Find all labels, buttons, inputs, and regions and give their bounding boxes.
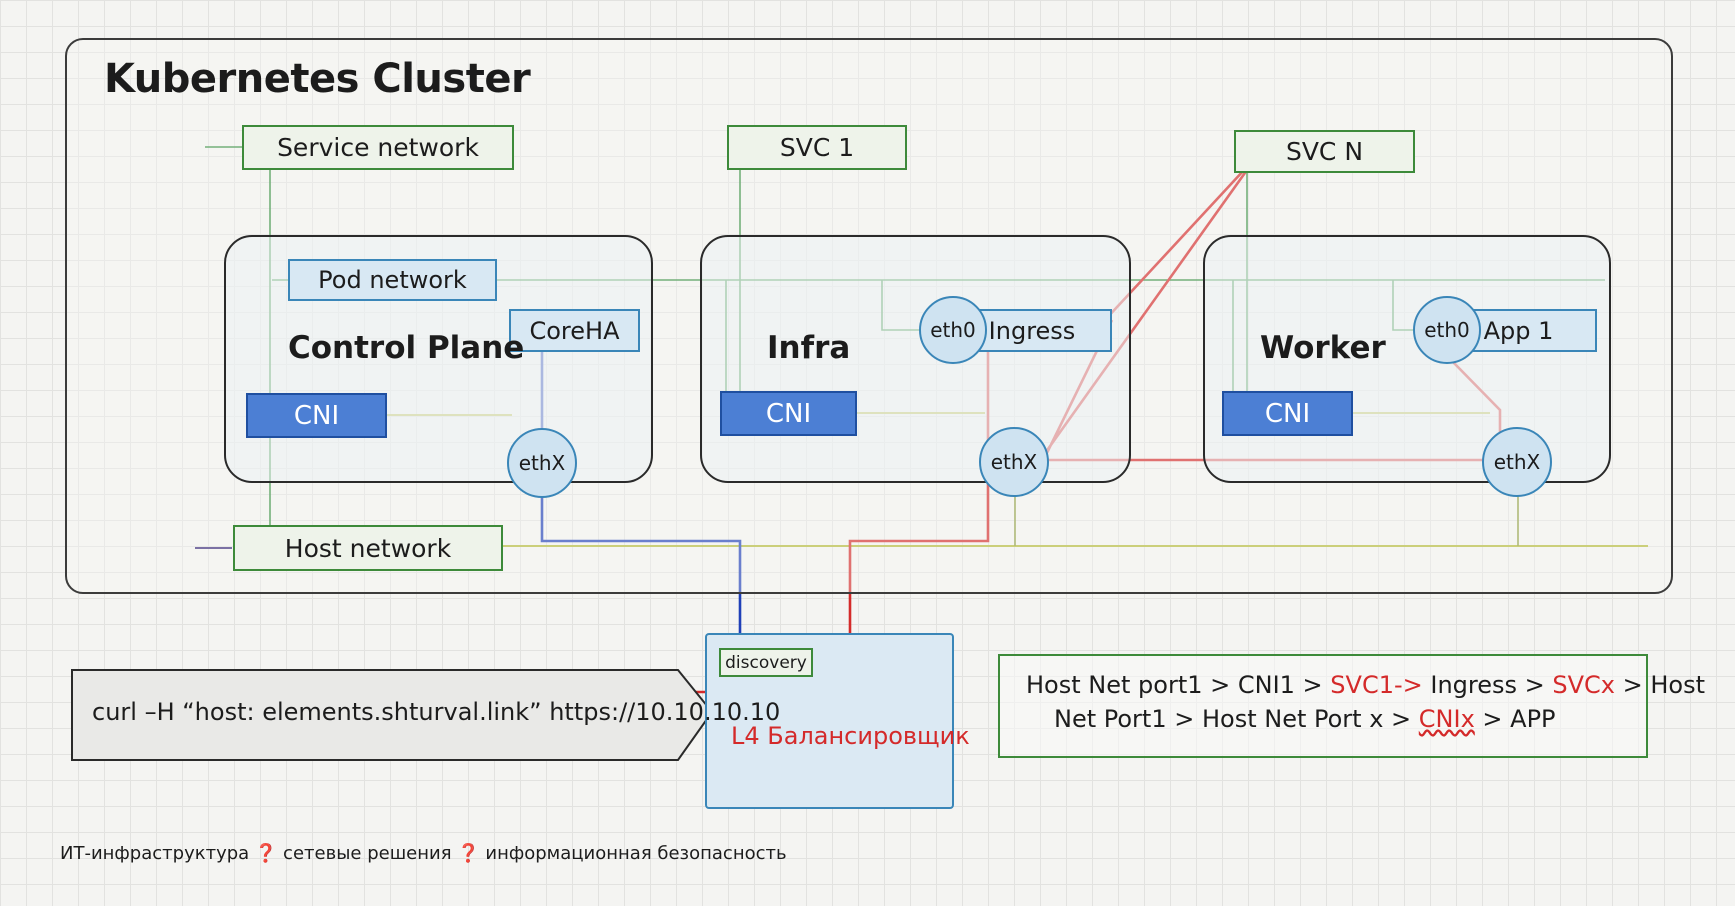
curl-command: curl –H “host: elements.shturval.link” h…: [92, 698, 781, 726]
svc1-box: SVC 1: [727, 125, 907, 170]
flow-part: Net Port1 > Host Net Port x >: [1054, 705, 1419, 733]
flow-cnix: CNIx: [1418, 705, 1475, 733]
flow-svcx: SVCx: [1552, 671, 1616, 699]
discovery-box: discovery: [719, 648, 813, 677]
infra-node: [700, 235, 1131, 483]
flow-line-1: Host Net port1 > CNI1 > SVC1-> Ingress >…: [1026, 668, 1705, 702]
control-plane-ethx: ethX: [507, 428, 577, 498]
flow-part: Ingress >: [1422, 671, 1553, 699]
flow-part: > APP: [1474, 705, 1556, 733]
coreha-box: CoreHA: [509, 309, 640, 352]
flow-part: > Host: [1615, 671, 1706, 699]
worker-ethx: ethX: [1482, 427, 1552, 497]
footer-tagline: ИТ-инфраструктура ❓ сетевые решения ❓ ин…: [60, 843, 787, 864]
infra-eth0: eth0: [919, 296, 987, 364]
pod-network-box: Pod network: [288, 259, 497, 301]
svcn-box: SVC N: [1234, 130, 1415, 173]
worker-cni: CNI: [1222, 391, 1353, 436]
worker-eth0: eth0: [1413, 296, 1481, 364]
host-network-box: Host network: [233, 525, 503, 571]
cluster-title: Kubernetes Cluster: [104, 56, 531, 102]
control-plane-cni: CNI: [246, 393, 387, 438]
control-plane-title: Control Plane: [288, 330, 525, 366]
flow-line-2: Net Port1 > Host Net Port x > CNIx > APP: [1026, 702, 1620, 736]
flow-part: Host Net port1 > CNI1 >: [1026, 671, 1331, 699]
infra-ethx: ethX: [979, 427, 1049, 497]
infra-title: Infra: [767, 330, 851, 366]
flow-svc1: SVC1->: [1330, 671, 1423, 699]
worker-title: Worker: [1260, 330, 1386, 366]
service-network-box: Service network: [242, 125, 514, 170]
l4-balancer-label: L4 Балансировщик: [731, 722, 970, 750]
flow-description: Host Net port1 > CNI1 > SVC1-> Ingress >…: [998, 654, 1705, 758]
infra-cni: CNI: [720, 391, 857, 436]
